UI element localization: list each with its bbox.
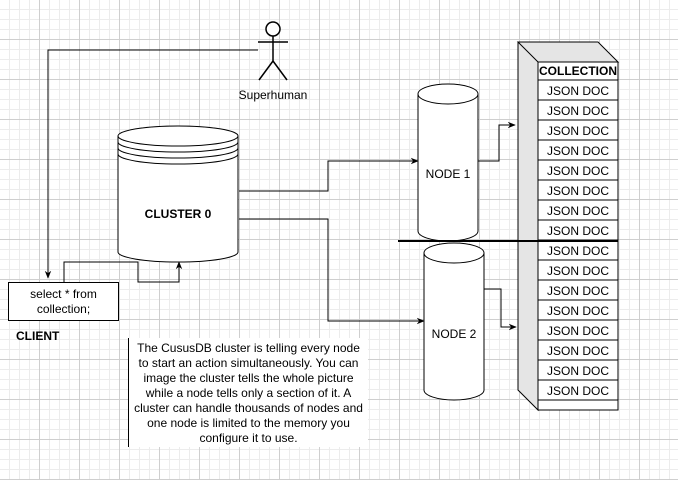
node1-database-icon <box>417 83 479 242</box>
json-doc-row: JSON DOC <box>538 144 618 161</box>
json-doc-label: JSON DOC <box>547 204 609 218</box>
cluster-database-icon <box>117 125 239 263</box>
cluster-label: CLUSTER 0 <box>145 207 212 221</box>
json-doc-label: JSON DOC <box>547 244 609 258</box>
json-doc-label: JSON DOC <box>547 384 609 398</box>
json-doc-row: JSON DOC <box>538 104 618 121</box>
json-doc-label: JSON DOC <box>547 364 609 378</box>
json-doc-label: JSON DOC <box>547 184 609 198</box>
json-doc-row: JSON DOC <box>538 284 618 301</box>
json-doc-label: JSON DOC <box>547 264 609 278</box>
json-doc-label: JSON DOC <box>547 164 609 178</box>
node1-to-collection-connector <box>478 121 516 162</box>
json-doc-label: JSON DOC <box>547 144 609 158</box>
cluster-explanation-note: The CususDB cluster is telling every nod… <box>128 338 368 447</box>
superhuman-label: Superhuman <box>239 88 308 102</box>
json-doc-row: JSON DOC <box>538 264 618 281</box>
superhuman-actor-icon <box>258 21 288 81</box>
node2-database-icon <box>423 242 485 401</box>
actor-to-client-connector <box>44 49 258 279</box>
json-doc-label: JSON DOC <box>547 104 609 118</box>
client-to-cluster-connector <box>63 261 183 283</box>
json-doc-label: JSON DOC <box>547 224 609 238</box>
client-label: CLIENT <box>16 329 60 343</box>
json-doc-row: JSON DOC <box>538 244 618 261</box>
json-doc-row: JSON DOC <box>538 344 618 361</box>
json-doc-row: JSON DOC <box>538 304 618 321</box>
json-doc-row: JSON DOC <box>538 124 618 141</box>
json-doc-row: JSON DOC <box>538 164 618 181</box>
json-doc-row: JSON DOC <box>538 84 618 101</box>
client-query-text: select * from collection; <box>30 287 97 316</box>
json-doc-label: JSON DOC <box>547 284 609 298</box>
json-doc-label: JSON DOC <box>547 344 609 358</box>
json-doc-label: JSON DOC <box>547 324 609 338</box>
json-doc-label: JSON DOC <box>547 124 609 138</box>
collection-document-list: JSON DOC JSON DOC JSON DOC JSON DOC JSON DOC… <box>538 84 618 401</box>
json-doc-label: JSON DOC <box>547 304 609 318</box>
json-doc-row: JSON DOC <box>538 224 618 241</box>
json-doc-row: JSON DOC <box>538 384 618 401</box>
node2-to-collection-connector <box>484 288 517 331</box>
json-doc-row: JSON DOC <box>538 184 618 201</box>
cluster-to-node1-connector <box>239 157 419 192</box>
json-doc-label: JSON DOC <box>547 84 609 98</box>
node2-label: NODE 2 <box>432 327 477 341</box>
node1-label: NODE 1 <box>426 167 471 181</box>
client-query-box: select * from collection; <box>8 282 119 321</box>
json-doc-row: JSON DOC <box>538 324 618 341</box>
json-doc-row: JSON DOC <box>538 364 618 381</box>
cluster-to-node2-connector <box>239 218 425 325</box>
collection-header: COLLECTION <box>539 64 617 78</box>
json-doc-row: JSON DOC <box>538 204 618 221</box>
